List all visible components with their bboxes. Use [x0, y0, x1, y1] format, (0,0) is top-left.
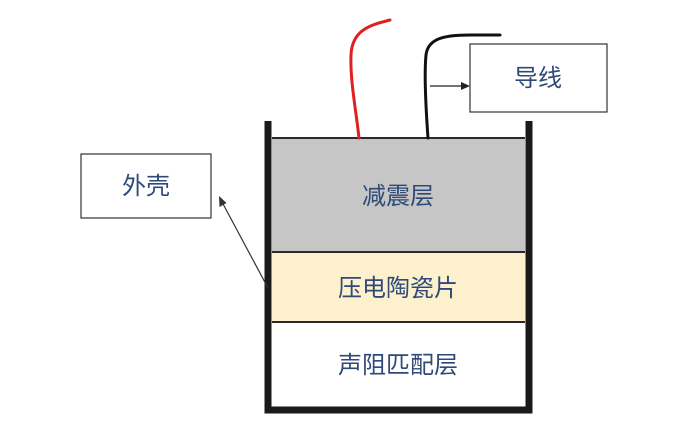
wire-callout-label: 导线 — [514, 64, 562, 92]
red-wire — [349, 18, 392, 140]
wire-callout-arrowhead — [461, 82, 470, 90]
damping-layer-label: 减震层 — [362, 182, 434, 210]
black-wire — [423, 33, 502, 140]
shell-callout-arrow-line — [221, 201, 269, 289]
piezo-ceramic-label: 压电陶瓷片 — [338, 274, 458, 302]
shell-callout-label: 外壳 — [122, 172, 170, 200]
acoustic-matching-label: 声阻匹配层 — [338, 351, 458, 379]
piezo-ceramic-layer — [272, 252, 525, 322]
acoustic-matching-layer — [272, 322, 525, 406]
damping-layer — [272, 138, 525, 252]
shell-callout-box — [80, 153, 212, 219]
shell-callout-arrowhead — [219, 196, 227, 207]
outer-shell — [264, 121, 533, 414]
wire-callout-box — [469, 43, 608, 113]
